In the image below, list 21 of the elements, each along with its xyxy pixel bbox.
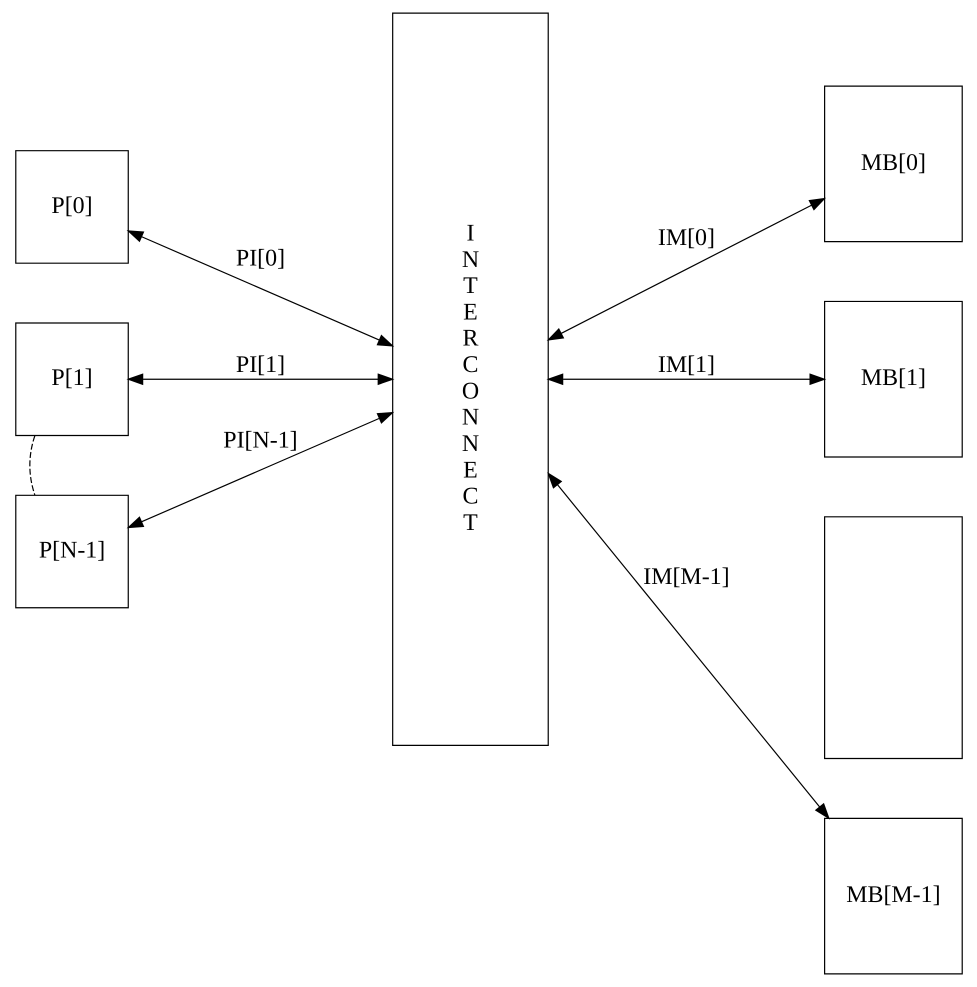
node-box: MB[M-1] (824, 818, 962, 974)
arrow (546, 472, 830, 820)
arrow (126, 412, 394, 528)
node-box: P[N-1] (14, 494, 128, 608)
edge-label: IM[0] (657, 225, 714, 252)
arrow (546, 198, 826, 341)
arrow (126, 230, 394, 347)
edge-label: PI[N-1] (222, 427, 298, 454)
node-box: MB[0] (824, 86, 962, 242)
node-box: I N T E R C O N N E C T (392, 12, 548, 746)
edge-label: IM[M-1] (642, 564, 730, 590)
node-box: MB[1] (824, 300, 962, 458)
edge-label: PI[1] (235, 352, 285, 378)
connector (28, 436, 35, 496)
arrow (546, 373, 826, 386)
edge-label: PI[0] (235, 246, 285, 272)
node-box (824, 516, 962, 760)
node-box: P[1] (14, 322, 128, 436)
edge-label: IM[1] (657, 352, 714, 378)
arrow (126, 373, 394, 386)
node-box: P[0] (14, 150, 128, 264)
